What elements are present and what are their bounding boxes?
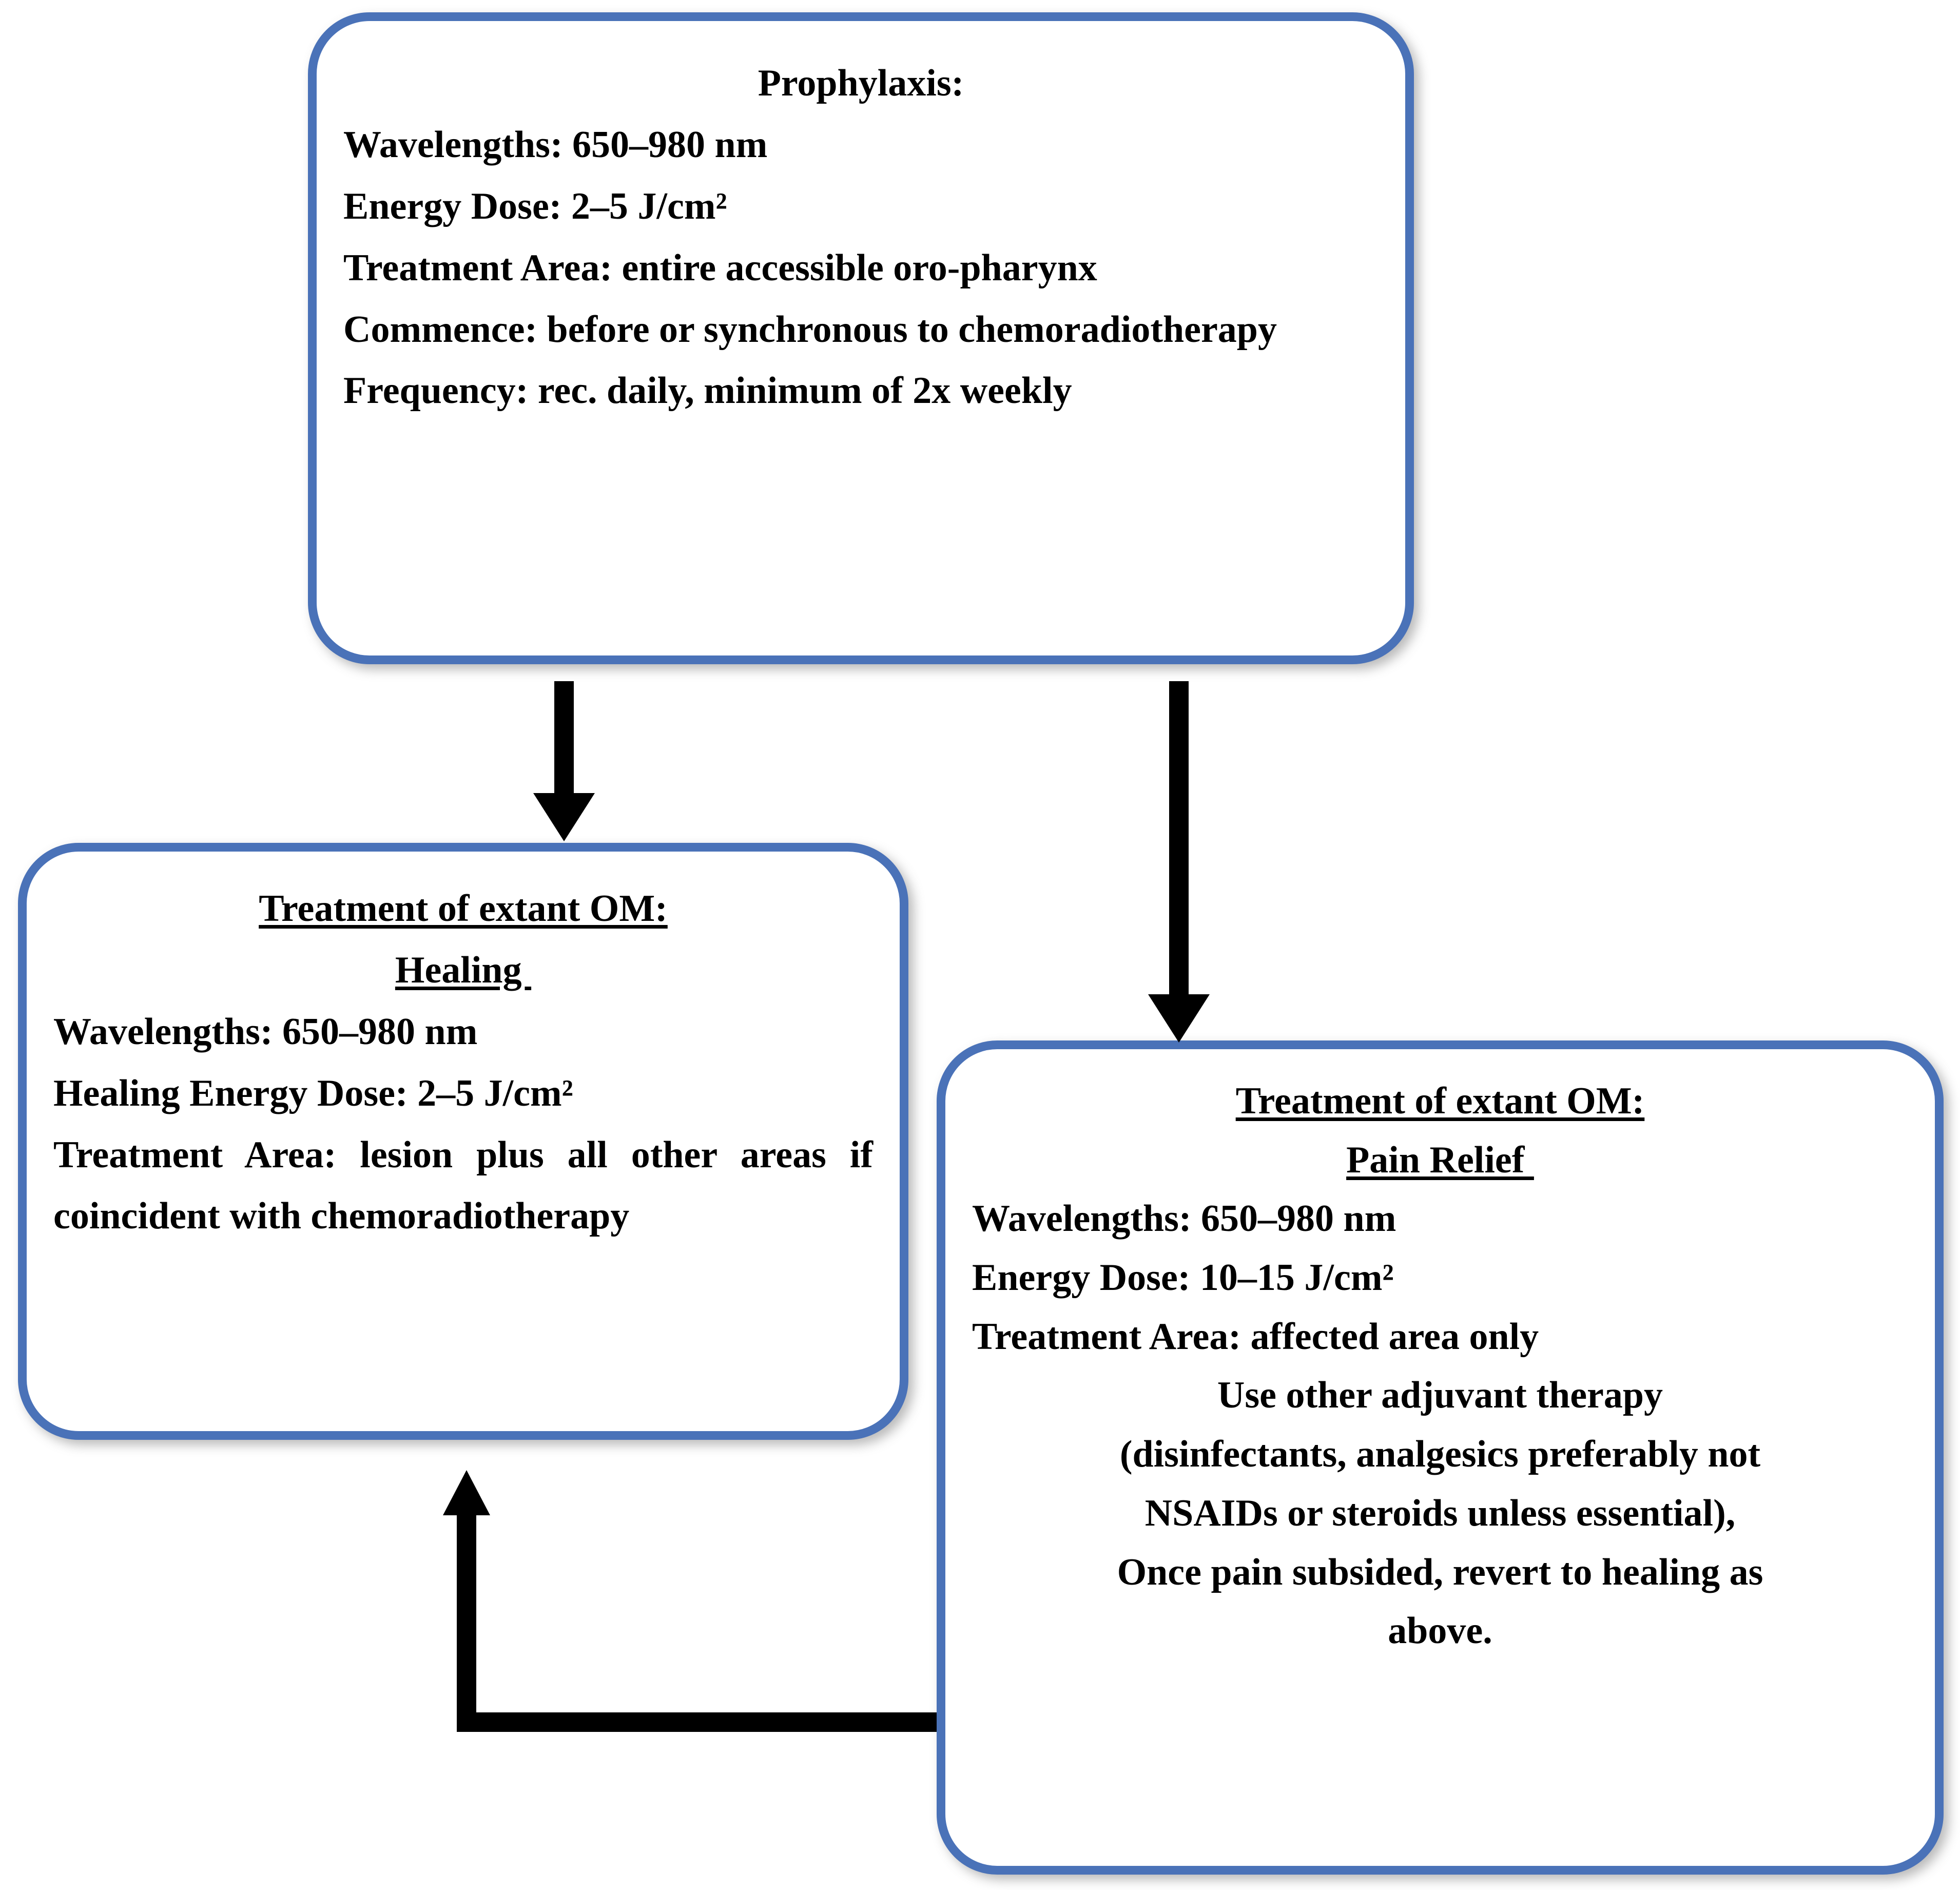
pain-wavelengths: Wavelengths: 650–980 nm xyxy=(972,1198,1396,1240)
node-treatment-healing[interactable]: Treatment of extant OM: Healing Waveleng… xyxy=(18,843,908,1440)
pain-adjuvant-detail-2: NSAIDs or steroids unless essential), xyxy=(1144,1492,1736,1534)
healing-heading-primary: Treatment of extant OM: xyxy=(53,878,873,940)
node-prophylaxis[interactable]: Prophylaxis: Wavelengths: 650–980 nm Ene… xyxy=(308,12,1414,664)
healing-energy-dose: Healing Energy Dose: 2–5 J/cm² xyxy=(53,1072,573,1114)
pain-heading-primary-text: Treatment of extant OM: xyxy=(1235,1080,1645,1122)
healing-heading-secondary: Healing xyxy=(53,940,873,1001)
healing-heading-primary-text: Treatment of extant OM: xyxy=(259,888,668,930)
arrow-head-down-icon xyxy=(1148,994,1210,1043)
pain-heading-secondary-text: Pain Relief xyxy=(1346,1139,1534,1181)
pain-heading-primary: Treatment of extant OM: xyxy=(972,1072,1908,1131)
arrow-shaft-horizontal xyxy=(457,1712,937,1732)
healing-wavelengths: Wavelengths: 650–980 nm xyxy=(53,1010,478,1053)
prophylaxis-heading: Prophylaxis: xyxy=(758,62,964,104)
pain-adjuvant-therapy: Use other adjuvant therapy xyxy=(1217,1374,1663,1417)
healing-treatment-area: Treatment Area: lesion plus all other ar… xyxy=(53,1133,883,1238)
pain-treatment-area: Treatment Area: affected area only xyxy=(972,1315,1539,1358)
pain-revert-note-1: Once pain subsided, revert to healing as xyxy=(1117,1551,1763,1593)
prophylaxis-treatment-area: Treatment Area: entire accessible oro-ph… xyxy=(343,246,1097,289)
pain-energy-dose: Energy Dose: 10–15 J/cm² xyxy=(972,1257,1394,1299)
arrow-head-up-icon xyxy=(443,1470,490,1515)
pain-heading-secondary: Pain Relief xyxy=(972,1131,1908,1190)
arrow-shaft xyxy=(554,681,574,804)
arrow-shaft-vertical xyxy=(457,1503,476,1712)
node-treatment-pain-relief[interactable]: Treatment of extant OM: Pain Relief Wave… xyxy=(937,1040,1944,1875)
prophylaxis-frequency: Frequency: rec. daily, minimum of 2x wee… xyxy=(343,370,1072,412)
prophylaxis-wavelengths: Wavelengths: 650–980 nm xyxy=(343,123,768,166)
arrow-head-down-icon xyxy=(533,793,595,841)
prophylaxis-commence: Commence: before or synchronous to chemo… xyxy=(343,308,1277,351)
arrow-shaft xyxy=(1169,681,1189,1006)
healing-heading-secondary-text: Healing xyxy=(395,949,532,991)
prophylaxis-energy-dose: Energy Dose: 2–5 J/cm² xyxy=(343,185,727,227)
pain-adjuvant-detail-1: (disinfectants, analgesics preferably no… xyxy=(1119,1433,1761,1476)
pain-revert-note-2: above. xyxy=(1388,1610,1492,1652)
